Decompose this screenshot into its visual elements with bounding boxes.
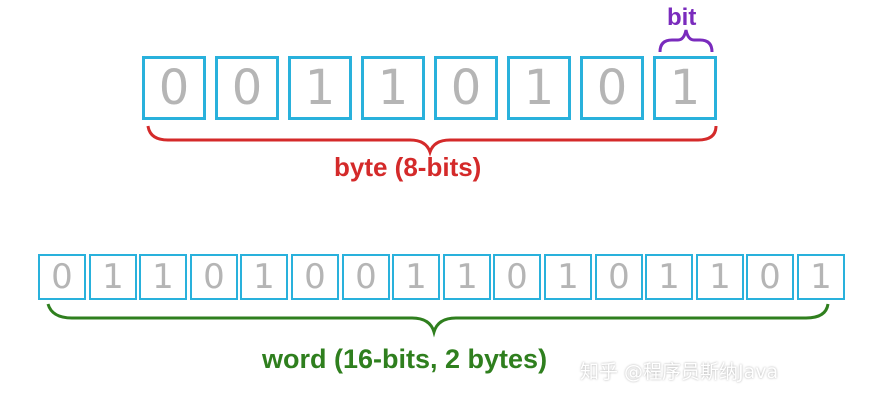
word-bit-box: 0 [342,254,390,300]
word-bit-box: 0 [493,254,541,300]
byte-bit-box: 1 [288,56,352,120]
bit-label: bit [667,4,697,31]
byte-bit-box: 0 [580,56,644,120]
word-bit-box: 1 [240,254,288,300]
word-bit-box: 1 [696,254,744,300]
word-brace [46,303,830,338]
word-bit-box: 1 [544,254,592,300]
word-bit-box: 0 [595,254,643,300]
word-label: word (16-bits, 2 bytes) [262,344,548,374]
byte-label: byte (8-bits) [334,152,482,182]
byte-bit-box: 0 [142,56,206,120]
word-bit-box: 1 [645,254,693,300]
word-bit-box: 1 [392,254,440,300]
byte-bit-box: 1 [361,56,425,120]
watermark: 知乎 @程序员斯纳Java [580,361,779,383]
word-bit-box: 1 [89,254,137,300]
byte-bit-box: 1 [653,56,717,120]
word-bit-box: 1 [139,254,187,300]
word-bit-box: 1 [797,254,845,300]
byte-bit-box: 0 [215,56,279,120]
word-bit-box: 0 [746,254,794,300]
word-bit-box: 0 [291,254,339,300]
word-bit-box: 1 [443,254,491,300]
byte-brace [146,125,718,157]
byte-bit-box: 0 [434,56,498,120]
word-bit-box: 0 [38,254,86,300]
byte-bit-box: 1 [507,56,571,120]
bit-brace [658,29,714,53]
word-bit-box: 0 [190,254,238,300]
